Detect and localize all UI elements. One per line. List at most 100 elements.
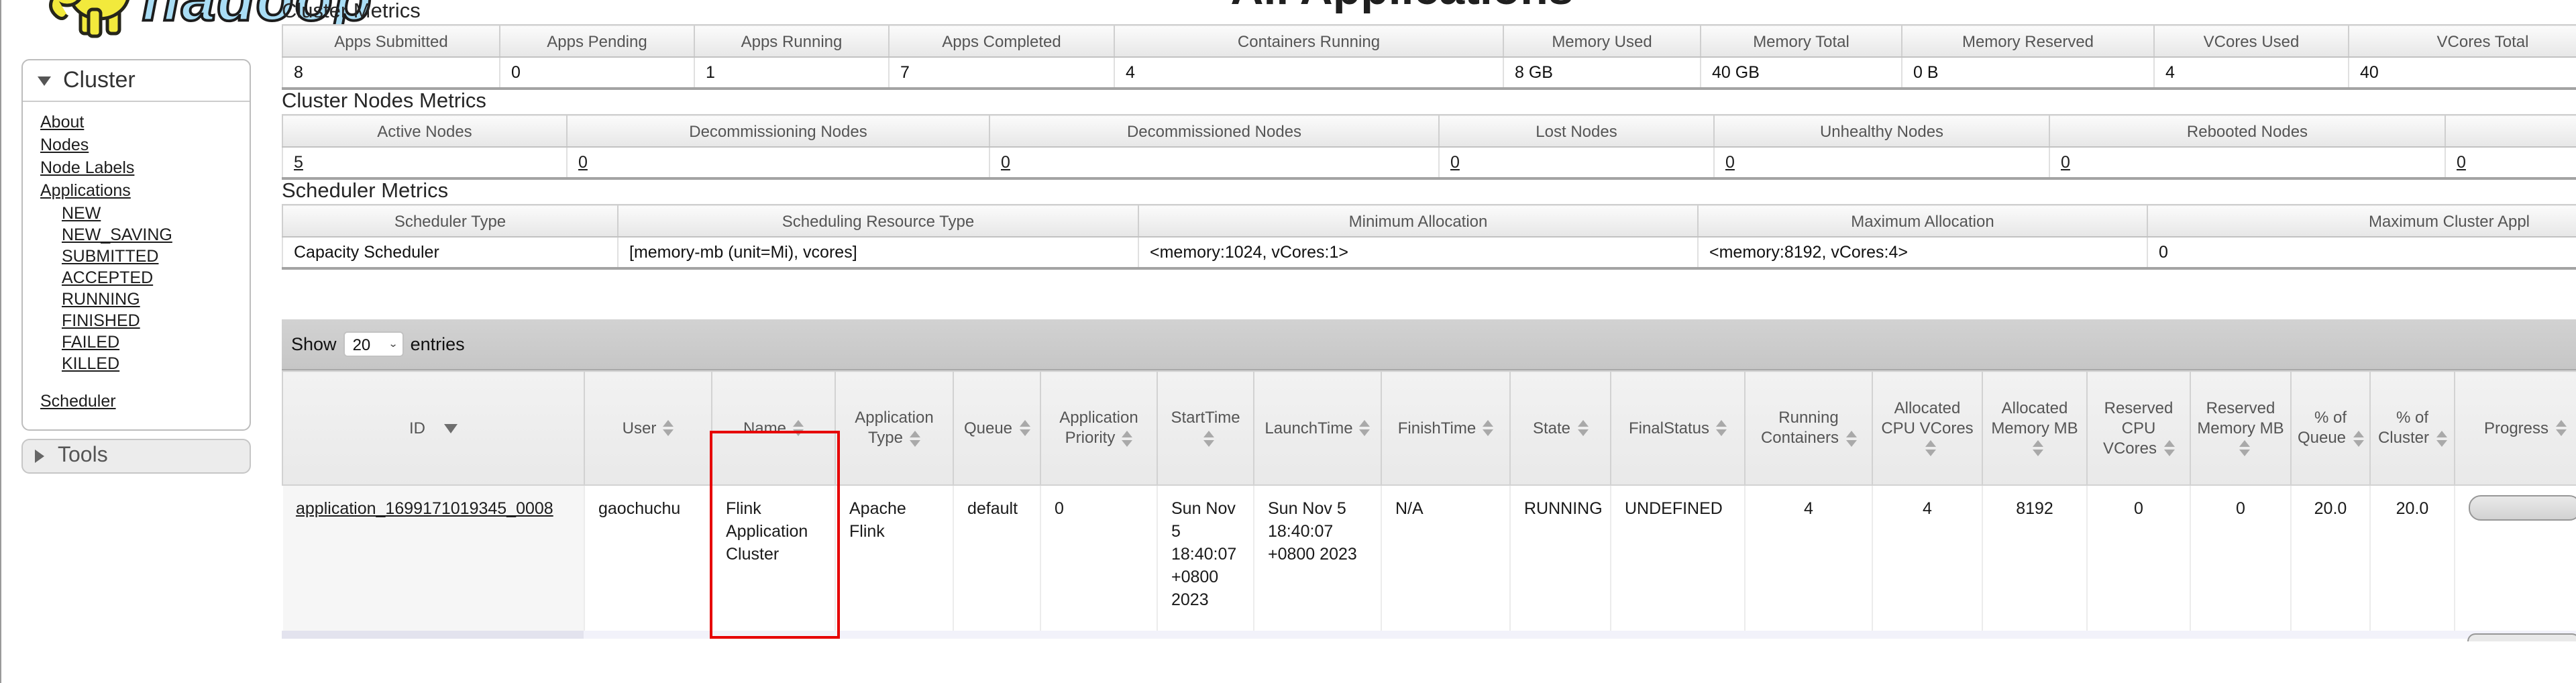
memory-used-value: 8 GB (1503, 57, 1701, 90)
next-row-id-cell-partial (282, 631, 584, 639)
col-apps-submitted: Apps Submitted (282, 24, 500, 58)
starttime-cell: Sun Nov 5 18:40:07 +0800 2023 (1157, 485, 1254, 631)
cluster-nodes-metrics-table: Active Nodes Decommissioning Nodes Decom… (282, 114, 2576, 180)
header-allocated-memory-mb[interactable]: Allocated Memory MB (1982, 370, 2088, 486)
maximum-allocation-value: <memory:8192, vCores:4> (1697, 237, 2148, 270)
sort-descending-icon (444, 423, 458, 433)
decommissioned-nodes-link[interactable]: 0 (1001, 153, 1010, 172)
reserved-memory-mb-cell: 0 (2190, 485, 2292, 631)
user-cell: gaochuchu (584, 485, 712, 631)
reserved-cpu-vcores-cell: 0 (2087, 485, 2191, 631)
header-state[interactable]: State (1509, 370, 1611, 486)
col-apps-pending: Apps Pending (499, 24, 695, 58)
header-progress[interactable]: Progress (2454, 370, 2576, 486)
running-containers-cell: 4 (1745, 485, 1873, 631)
scheduling-resource-type-value: [memory-mb (unit=Mi), vcores] (617, 237, 1139, 270)
sidebar-item-new[interactable]: NEW (62, 204, 101, 223)
sidebar-item-submitted[interactable]: SUBMITTED (62, 247, 159, 266)
sidebar-item-killed[interactable]: KILLED (62, 354, 120, 373)
header-allocated-cpu-vcores[interactable]: Allocated CPU VCores (1872, 370, 1983, 486)
cluster-metrics-title: Cluster Metrics (282, 0, 421, 23)
sidebar-item-about[interactable]: About (40, 113, 85, 132)
tools-panel-title: Tools (58, 444, 108, 467)
header-application-type[interactable]: Application Type (835, 370, 954, 486)
progress-bar (2469, 495, 2576, 521)
sidebar-item-finished[interactable]: FINISHED (62, 311, 140, 330)
expand-triangle-icon (35, 450, 44, 463)
entries-label: entries (410, 334, 465, 354)
page-size-select[interactable]: 20 ⌄ (343, 331, 404, 357)
application-id-link[interactable]: application_1699171019345_0008 (296, 499, 553, 518)
sort-both-icon (2353, 430, 2364, 447)
next-row-partial (282, 631, 2576, 641)
cluster-panel-title: Cluster (63, 67, 136, 93)
col-memory-reserved: Memory Reserved (1901, 24, 2155, 58)
sort-both-icon (1203, 430, 1214, 447)
active-nodes-link[interactable]: 5 (294, 153, 303, 172)
sort-both-icon (1122, 430, 1133, 447)
application-states-list: NEW NEW_SAVING SUBMITTED ACCEPTED RUNNIN… (23, 203, 250, 374)
cluster-panel-header[interactable]: Cluster (23, 60, 250, 102)
col-minimum-allocation: Minimum Allocation (1138, 204, 1699, 238)
header-queue[interactable]: Queue (953, 370, 1041, 486)
apps-pending-value: 0 (499, 57, 695, 90)
header-starttime[interactable]: StartTime (1157, 370, 1254, 486)
unhealthy-nodes-link[interactable]: 0 (1725, 153, 1735, 172)
header-finalstatus[interactable]: FinalStatus (1610, 370, 1746, 486)
nodes-cutoff-link[interactable]: 0 (2457, 153, 2466, 172)
sidebar-item-nodes[interactable]: Nodes (40, 136, 89, 154)
col-maximum-allocation: Maximum Allocation (1697, 204, 2148, 238)
rebooted-nodes-link[interactable]: 0 (2061, 153, 2070, 172)
tools-panel-header[interactable]: Tools (21, 439, 251, 474)
col-apps-running: Apps Running (694, 24, 890, 58)
header-launchtime[interactable]: LaunchTime (1253, 370, 1382, 486)
cluster-panel: Cluster About Nodes Node Labels Applicat… (21, 59, 251, 431)
sidebar-item-new-saving[interactable]: NEW_SAVING (62, 225, 172, 244)
application-row: application_1699171019345_0008 gaochuchu… (282, 485, 2576, 631)
sidebar-item-running[interactable]: RUNNING (62, 290, 140, 309)
vcores-used-value: 4 (2153, 57, 2349, 90)
page-title: All Applications (0, 0, 2576, 16)
page-size-value: 20 (352, 335, 371, 354)
sort-both-icon (1845, 430, 1857, 447)
sidebar-item-applications[interactable]: Applications (40, 181, 131, 200)
header-user[interactable]: User (584, 370, 712, 486)
sidebar-item-accepted[interactable]: ACCEPTED (62, 268, 154, 287)
sidebar-item-failed[interactable]: FAILED (62, 333, 120, 352)
header-pct-of-cluster[interactable]: % of Cluster (2369, 370, 2455, 486)
header-finishtime[interactable]: FinishTime (1381, 370, 1511, 486)
col-unhealthy-nodes: Unhealthy Nodes (1713, 114, 2050, 148)
minimum-allocation-value: <memory:1024, vCores:1> (1138, 237, 1699, 270)
header-pct-of-queue[interactable]: % of Queue (2290, 370, 2371, 486)
sidebar-item-node-labels[interactable]: Node Labels (40, 158, 135, 177)
apps-submitted-value: 8 (282, 57, 500, 90)
progress-cell (2455, 485, 2576, 631)
vcores-total-value: 40 (2348, 57, 2576, 90)
cluster-panel-body: About Nodes Node Labels Applications NEW… (23, 102, 250, 429)
launchtime-cell: Sun Nov 5 18:40:07 +0800 2023 (1254, 485, 1382, 631)
decommissioning-nodes-link[interactable]: 0 (578, 153, 588, 172)
sort-both-icon (1716, 420, 1727, 437)
header-name[interactable]: Name (711, 370, 836, 486)
lost-nodes-link[interactable]: 0 (1450, 153, 1460, 172)
sort-both-icon (1019, 420, 1030, 437)
col-memory-total: Memory Total (1700, 24, 1902, 58)
finalstatus-cell: UNDEFINED (1611, 485, 1746, 631)
col-decommissioning-nodes: Decommissioning Nodes (566, 114, 990, 148)
sort-both-icon (910, 430, 920, 447)
memory-total-value: 40 GB (1700, 57, 1902, 90)
sidebar-item-scheduler[interactable]: Scheduler (40, 392, 116, 411)
next-row-progress-bar-partial (2467, 633, 2576, 641)
header-reserved-memory-mb[interactable]: Reserved Memory MB (2190, 370, 2292, 486)
header-id[interactable]: ID (282, 370, 585, 486)
finishtime-cell: N/A (1381, 485, 1511, 631)
applications-table: ID User Name Application Type Queue Appl… (282, 370, 2576, 631)
header-reserved-cpu-vcores[interactable]: Reserved CPU VCores (2086, 370, 2191, 486)
chevron-down-icon: ⌄ (388, 338, 398, 350)
header-application-priority[interactable]: Application Priority (1040, 370, 1158, 486)
queue-cell: default (953, 485, 1041, 631)
memory-reserved-value: 0 B (1901, 57, 2155, 90)
pct-of-cluster-cell: 20.0 (2370, 485, 2455, 631)
header-running-containers[interactable]: Running Containers (1744, 370, 1873, 486)
scheduler-type-value: Capacity Scheduler (282, 237, 619, 270)
